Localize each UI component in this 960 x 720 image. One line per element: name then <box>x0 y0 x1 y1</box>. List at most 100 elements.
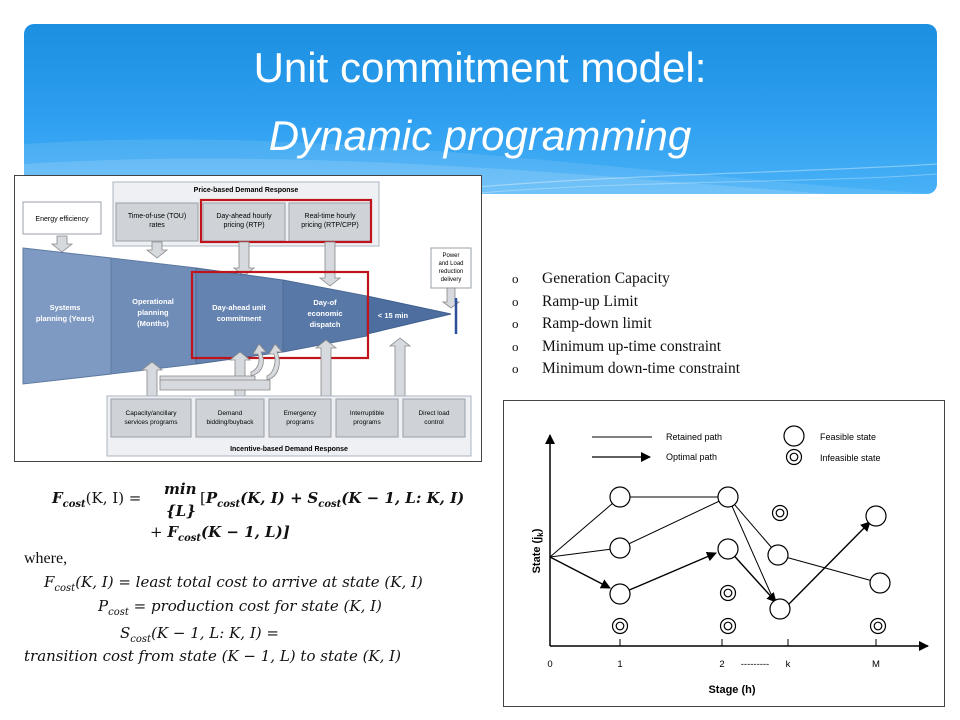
power-load-label-3: reduction <box>439 269 464 275</box>
optimal-path-segment <box>619 551 717 595</box>
tick-label-dashes: --------- <box>741 659 769 670</box>
legend-feasible-marker <box>783 425 805 447</box>
stage-operational-1: Operational <box>132 297 174 306</box>
feasible-state <box>869 572 891 594</box>
tou-label-2: rates <box>149 222 165 229</box>
equation-line-1: Fcost(K, I) = <box>52 489 142 510</box>
y-axis-label: State (jk) <box>531 528 545 573</box>
program-5-line2: control <box>424 419 444 426</box>
feasible-state <box>609 486 631 508</box>
dp-state-diagram: State (jk) Stage (h) 0 1 2 --------- k M… <box>503 400 945 707</box>
bullet-marker: o <box>512 293 519 309</box>
feasible-state <box>865 505 887 527</box>
rtp-realtime-label-2: pricing (RTP/CPP) <box>301 222 358 229</box>
constraint-text: Minimum up-time constraint <box>542 337 722 355</box>
constraint-text: Generation Capacity <box>542 270 670 288</box>
stage-systems-1: Systems <box>50 303 81 312</box>
slide-title-line1: Unit commitment model: <box>253 44 707 91</box>
stage-15min: < 15 min <box>378 311 409 320</box>
tick-label-m: M <box>872 659 880 670</box>
x-axis-label: Stage (h) <box>708 684 755 696</box>
tick-label-1: 1 <box>617 659 622 670</box>
demand-response-svg: Price-based Demand Response Time-of-use … <box>22 181 472 457</box>
retained-path <box>549 547 621 558</box>
optimal-path-segment <box>549 556 611 589</box>
program-2-line1: Demand <box>218 410 243 417</box>
tou-label-1: Time-of-use (TOU) <box>128 213 186 220</box>
definition-s: Scost(K − 1, L: K, I) = <box>120 624 279 645</box>
program-4-line1: Interruptible <box>350 410 385 417</box>
program-1-line2: services programs <box>124 419 178 426</box>
equation-min: min <box>164 480 197 498</box>
feasible-state <box>609 583 631 605</box>
retained-path <box>727 496 775 602</box>
infeasible-state-inner <box>615 621 625 631</box>
optimal-path-segment <box>785 521 871 608</box>
program-3-line2: programs <box>286 419 314 426</box>
program-1-line1: Capacity/ancillary <box>126 410 178 417</box>
highlight-unit-commitment <box>190 270 370 360</box>
list-item: o Ramp-up Limit <box>512 291 740 314</box>
retained-path <box>727 496 779 556</box>
tick-label-0: 0 <box>547 659 552 670</box>
price-based-header: Price-based Demand Response <box>194 187 299 194</box>
program-2-line2: bidding/buyback <box>207 419 255 426</box>
legend-infeasible-marker-inner <box>789 452 799 462</box>
feasible-state <box>769 598 791 620</box>
feasible-state <box>717 538 739 560</box>
bullet-marker: o <box>512 338 519 354</box>
where-label: where, <box>24 550 68 567</box>
program-box-2 <box>195 398 265 438</box>
list-item: o Generation Capacity <box>512 268 740 291</box>
program-box-5 <box>402 398 466 438</box>
power-load-label-4: delivery <box>441 277 462 283</box>
rtp-dayahead-label-1: Day-ahead hourly <box>216 213 272 220</box>
program-3-line1: Emergency <box>284 410 318 417</box>
equation-min-subscript: {L} <box>166 502 196 520</box>
constraint-text: Minimum down-time constraint <box>542 360 741 378</box>
infeasible-state-inner <box>873 621 883 631</box>
bullet-marker: o <box>512 316 519 332</box>
equation-line-1-rhs: [Pcost(K, I) + Scost(K − 1, L: K, I) <box>200 489 465 510</box>
dp-svg: State (jk) Stage (h) 0 1 2 --------- k M… <box>531 425 929 696</box>
tick-label-k: k <box>786 659 791 670</box>
demand-response-diagram: Price-based Demand Response Time-of-use … <box>14 175 482 462</box>
list-item: o Minimum up-time constraint <box>512 336 740 359</box>
constraint-text: Ramp-up Limit <box>542 292 639 310</box>
definition-f: Fcost(K, I) = least total cost to arrive… <box>44 573 423 594</box>
legend-infeasible-label: Infeasible state <box>820 453 881 463</box>
feasible-state <box>767 544 789 566</box>
power-load-label-2: and Load <box>438 261 463 267</box>
program-5-line1: Direct load <box>418 410 449 417</box>
energy-efficiency-label: Energy efficiency <box>35 216 89 223</box>
legend-feasible-label: Feasible state <box>820 432 876 442</box>
bullet-marker: o <box>512 271 519 287</box>
stage-operational-2: planning <box>137 308 169 317</box>
power-load-label-1: Power <box>442 253 459 259</box>
infeasible-state-inner <box>723 621 733 631</box>
definition-s-text: transition cost from state (K − 1, L) to… <box>24 647 401 665</box>
legend-retained-label: Retained path <box>666 432 722 442</box>
infeasible-state-inner <box>723 588 733 598</box>
energy-efficiency-box <box>22 201 102 235</box>
stage-dayof-2: economic <box>307 309 342 318</box>
legend-optimal-label: Optimal path <box>666 452 717 462</box>
constraint-text: Ramp-down limit <box>542 315 652 333</box>
highlight-rtp <box>199 198 373 244</box>
stage-dayahead-2: commitment <box>217 314 262 323</box>
stage-systems-2: planning (Years) <box>36 314 95 323</box>
feasible-state <box>609 537 631 559</box>
up-arrows <box>140 337 412 399</box>
tick-label-2: 2 <box>719 659 724 670</box>
rtp-realtime-box <box>288 202 372 242</box>
equation-line-2: + Fcost(K − 1, L)] <box>150 523 290 544</box>
stage-operational-3: (Months) <box>137 319 169 328</box>
stage-dayahead-1: Day-ahead unit <box>212 303 266 312</box>
top-arrows <box>50 235 461 309</box>
rtp-dayahead-box <box>202 202 286 242</box>
program-box-3 <box>268 398 332 438</box>
infeasible-state-inner <box>775 508 785 518</box>
optimal-path-segment <box>727 548 777 603</box>
